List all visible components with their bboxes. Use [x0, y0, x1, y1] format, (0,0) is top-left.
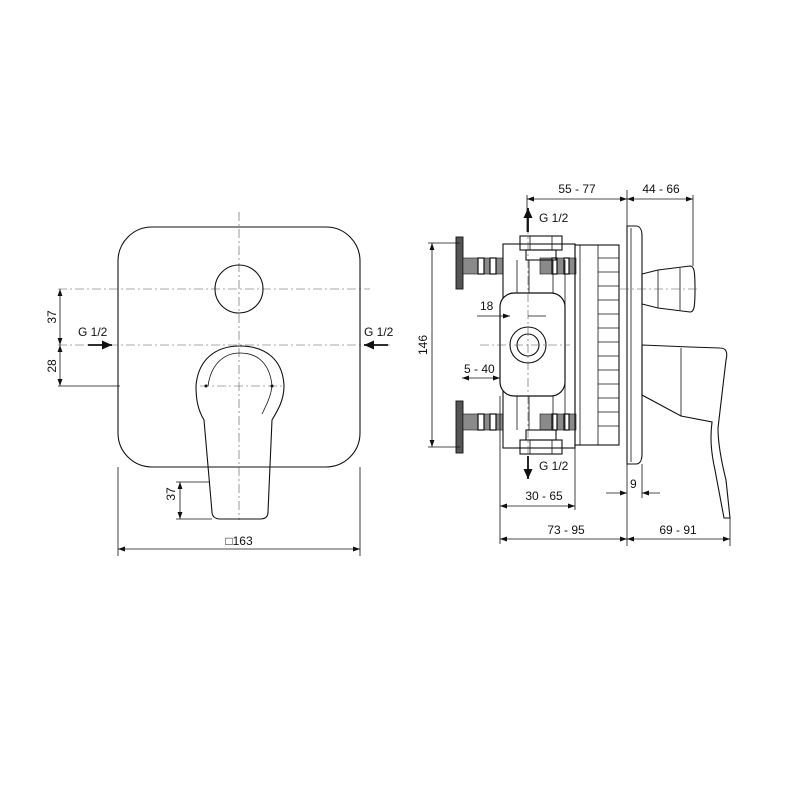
front-view: 37 28 G 1/2 G 1/2 37 □163 [45, 212, 394, 556]
top-outlet-nut [519, 235, 563, 251]
dim-18: 18 [480, 299, 494, 313]
dim-30-65: 30 - 65 [525, 489, 563, 503]
dim-lower-vertical: 28 [45, 359, 59, 373]
lever-handle [195, 345, 285, 520]
outlet-bottom-label: G 1/2 [539, 459, 569, 473]
dim-handle: 37 [164, 487, 178, 501]
cover-plate-side [626, 225, 643, 465]
dim-69-91: 69 - 91 [659, 523, 697, 537]
dim-upper-vertical: 37 [45, 310, 59, 324]
side-view: G 1/2 G 1/2 146 18 5 - 40 55 - 77 44 - 6… [416, 182, 731, 546]
lever-handle-inner [207, 352, 273, 415]
plaster-guard [499, 292, 566, 397]
bottom-outlet-nut [519, 439, 563, 455]
outlet-top-label: G 1/2 [539, 211, 569, 225]
dim-width: □163 [225, 534, 253, 548]
dim-height: 146 [416, 335, 430, 355]
lever-side [641, 344, 731, 519]
bracket-plate-top [455, 236, 464, 290]
diverter-knob [214, 264, 264, 314]
inlet-left-label: G 1/2 [78, 325, 108, 339]
dim-73-95: 73 - 95 [547, 523, 585, 537]
sleeve-hatching [598, 257, 619, 427]
dim-44-66: 44 - 66 [642, 182, 680, 196]
dim-55-77: 55 - 77 [558, 182, 596, 196]
inlet-right-label: G 1/2 [364, 325, 394, 339]
dim-9: 9 [630, 477, 637, 491]
handle-pivot-left [204, 384, 208, 388]
bracket-plate-bottom [455, 400, 464, 454]
dim-5-40: 5 - 40 [464, 362, 495, 376]
handle-pivot-right [270, 384, 274, 388]
